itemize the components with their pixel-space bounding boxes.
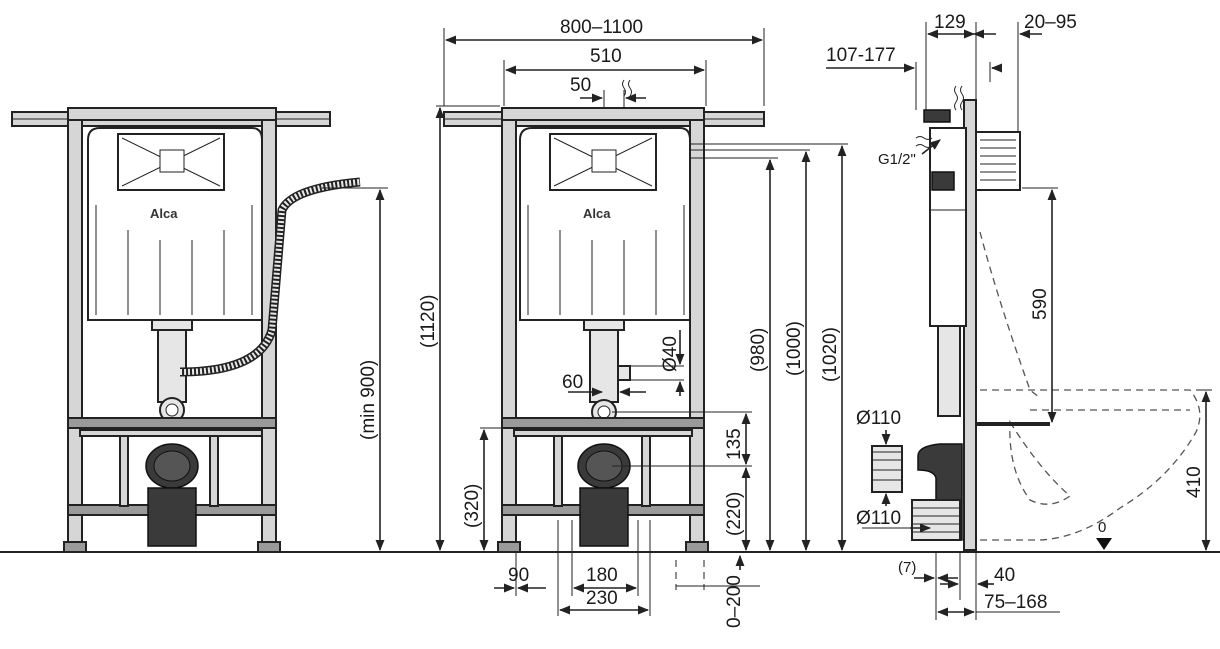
middle-bottom-230-label: 230 [586,588,618,609]
middle-height-1020-label: (1020) [820,327,841,382]
middle-bottom-180-label: 180 [586,565,618,586]
middle-width-range-label: 800–1100 [560,17,643,38]
middle-offset-50-label: 50 [570,75,591,96]
side-height-590-label: 590 [1030,288,1051,320]
middle-bottom-range-label: 0–200 [724,575,745,628]
middle-frame-width-label: 510 [590,46,622,67]
side-bottom-40-label: 40 [994,565,1015,586]
front-brand-logo: Alca [150,206,178,221]
middle-height-320-label: (320) [462,484,483,528]
front-min-height-label: (min 900) [358,360,379,440]
side-height-410-label: 410 [1184,466,1205,498]
side-bottom-range-label: 75–168 [984,592,1047,613]
middle-height-220-label: (220) [724,492,745,536]
side-pipe-d110-top-label: Ø110 [856,408,901,429]
floor-zero-arrow-icon [1096,538,1112,550]
side-depth-range-label: 107-177 [826,45,896,66]
middle-offset-60-label: 60 [562,372,583,393]
front-view: Alca (min 900) [11,107,388,553]
middle-height-1120-label: (1120) [418,294,439,348]
side-thread-label: G1/2" [878,151,916,168]
side-top-range-label: 20–95 [1024,12,1077,33]
middle-pipe-d40-label: Ø40 [660,336,681,372]
side-bottom-7-label: (7) [898,559,916,576]
middle-height-135-label: 135 [724,428,745,460]
side-floor-zero-label: 0 [1098,519,1106,536]
middle-height-1000-label: (1000) [784,321,805,376]
middle-brand-logo: Alca [583,206,611,221]
middle-bottom-90-label: 90 [508,565,529,586]
side-pipe-d110-bottom-label: Ø110 [856,508,901,529]
side-view: 129 20–95 107-177 G1/2" [826,12,1212,620]
side-top-129-label: 129 [934,12,966,33]
middle-view: 800–1100 510 50 Alca [418,17,848,628]
middle-height-980-label: (980) [748,328,769,372]
